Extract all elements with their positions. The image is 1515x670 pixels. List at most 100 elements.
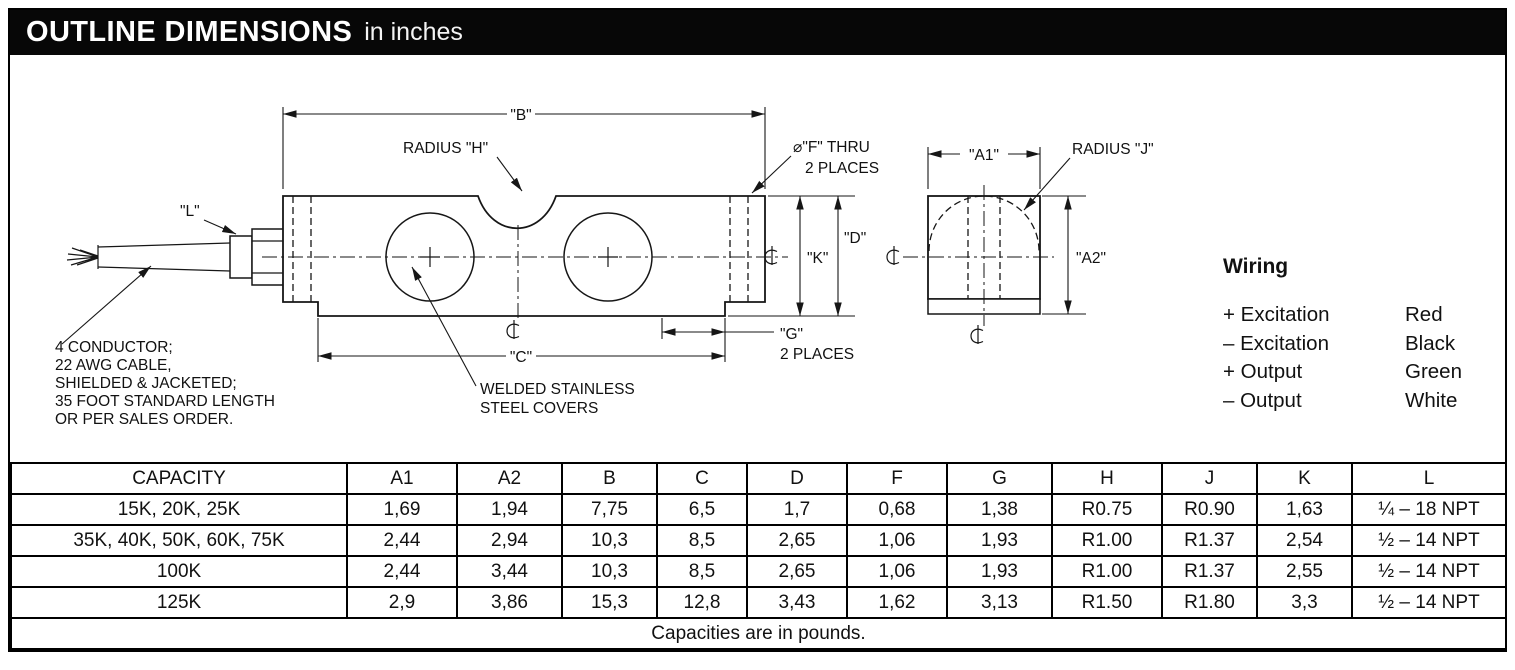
table-cell: 3,43 <box>746 586 848 619</box>
dim-g-label: "G" <box>780 326 803 343</box>
wiring-signal: – Excitation <box>1223 331 1329 355</box>
centerline-symbol <box>764 245 778 266</box>
table-cell: 100K <box>10 555 348 588</box>
table-cell: R1.00 <box>1051 555 1163 588</box>
table-cell: 3,44 <box>456 555 563 588</box>
centerline-symbol <box>506 319 520 340</box>
wiring-color: Green <box>1405 360 1462 383</box>
page-subtitle: in inches <box>364 18 463 46</box>
table-cell: 3,13 <box>946 586 1053 619</box>
radius-j-label: RADIUS "J" <box>1072 141 1154 158</box>
centerline-symbol <box>886 245 900 266</box>
wiring-color: Black <box>1405 331 1456 355</box>
datasheet-page: OUTLINE DIMENSIONS in inches <box>8 8 1507 652</box>
table-row: 125K 2,9 3,86 15,3 12,8 3,43 1,62 3,13 R… <box>10 586 1507 619</box>
table-cell: ½ – 14 NPT <box>1351 524 1507 557</box>
table-cell: 3,86 <box>456 586 563 619</box>
cable-assembly <box>66 228 285 286</box>
cable-note-line5: OR PER SALES ORDER. <box>55 411 233 428</box>
dia-f-places-label: 2 PLACES <box>805 160 879 177</box>
column-header-h: H <box>1051 462 1163 495</box>
column-header-a1: A1 <box>346 462 458 495</box>
c-dimension: "C" <box>317 318 726 366</box>
table-cell: ½ – 14 NPT <box>1351 555 1507 588</box>
table-cell: 8,5 <box>656 555 748 588</box>
cable-note-line3: SHIELDED & JACKETED; <box>55 375 237 392</box>
table-cell: 8,5 <box>656 524 748 557</box>
page-title: OUTLINE DIMENSIONS <box>26 16 353 48</box>
g-dimension: "G" 2 PLACES <box>661 318 854 363</box>
table-cell: 1,38 <box>946 493 1053 526</box>
dia-f-callout: ⌀"F" THRU 2 PLACES <box>751 139 879 194</box>
outline-drawing: "B" RADIUS "H" ⌀"F" THRU 2 PLACES "K" <box>55 107 1154 428</box>
table-cell: 2,65 <box>746 524 848 557</box>
b-dimension: "B" <box>282 107 766 189</box>
table-cell: 35K, 40K, 50K, 60K, 75K <box>10 524 348 557</box>
l-callout: "L" <box>180 203 237 235</box>
table-row: 35K, 40K, 50K, 60K, 75K 2,44 2,94 10,3 8… <box>10 524 1507 557</box>
wiring-title: Wiring <box>1223 255 1289 278</box>
cable-note-line4: 35 FOOT STANDARD LENGTH <box>55 393 275 410</box>
covers-note: WELDED STAINLESS STEEL COVERS <box>411 266 635 417</box>
table-cell: R1.37 <box>1161 555 1258 588</box>
dim-d-label: "D" <box>844 230 866 247</box>
table-cell: 7,75 <box>561 493 658 526</box>
radius-j-dome <box>928 195 1040 252</box>
dim-b-label: "B" <box>510 107 531 124</box>
cable-note-line2: 22 AWG CABLE, <box>55 357 172 374</box>
wiring-row: + Output Green <box>1223 358 1462 387</box>
column-header-k: K <box>1256 462 1353 495</box>
table-cell: 1,06 <box>846 555 948 588</box>
table-header-row: CAPACITY A1 A2 B C D F G H J K L <box>10 462 1507 495</box>
cable-collar <box>229 235 253 279</box>
k-d-dimensions: "K" "D" <box>728 195 866 317</box>
column-header-l: L <box>1351 462 1507 495</box>
table-footer: Capacities are in pounds. <box>10 617 1507 650</box>
column-header-a2: A2 <box>456 462 563 495</box>
column-header-c: C <box>656 462 748 495</box>
table-cell: 6,5 <box>656 493 748 526</box>
table-cell: 125K <box>10 586 348 619</box>
column-header-g: G <box>946 462 1053 495</box>
radius-h-callout: RADIUS "H" <box>403 140 523 192</box>
table-cell: R1.37 <box>1161 524 1258 557</box>
table-cell: 2,94 <box>456 524 563 557</box>
table-cell: 1,93 <box>946 555 1053 588</box>
dim-k-label: "K" <box>807 250 828 267</box>
column-header-b: B <box>561 462 658 495</box>
a1-dimension: "A1" <box>927 147 1041 189</box>
table-cell: R0.90 <box>1161 493 1258 526</box>
table-row: 15K, 20K, 25K 1,69 1,94 7,75 6,5 1,7 0,6… <box>10 493 1507 526</box>
covers-note-line2: STEEL COVERS <box>480 400 598 417</box>
table-footer-row: Capacities are in pounds. <box>10 617 1507 650</box>
hidden-mounting-holes <box>292 196 749 302</box>
table-cell: R0.75 <box>1051 493 1163 526</box>
drawing-area: "B" RADIUS "H" ⌀"F" THRU 2 PLACES "K" <box>10 55 1505 462</box>
table-cell: R1.80 <box>1161 586 1258 619</box>
table-cell: R1.00 <box>1051 524 1163 557</box>
centerline-symbol <box>970 324 984 345</box>
wiring-row: + Excitation Red <box>1223 301 1462 330</box>
table-cell: 1,93 <box>946 524 1053 557</box>
table-cell: 12,8 <box>656 586 748 619</box>
cable-note: 4 CONDUCTOR; 22 AWG CABLE, SHIELDED & JA… <box>55 265 275 428</box>
wiring-signal: + Output <box>1223 360 1303 383</box>
table-cell: 1,7 <box>746 493 848 526</box>
wiring-legend: Wiring + Excitation Red – Excitation Bla… <box>1223 255 1462 415</box>
column-header-f: F <box>846 462 948 495</box>
column-header-d: D <box>746 462 848 495</box>
cable-note-line1: 4 CONDUCTOR; <box>55 339 173 356</box>
covers-note-line1: WELDED STAINLESS <box>480 381 635 398</box>
wiring-row: – Output White <box>1223 387 1462 416</box>
dimensions-table: CAPACITY A1 A2 B C D F G H J K L 15K, 20… <box>10 462 1507 650</box>
table-cell: 1,69 <box>346 493 458 526</box>
dim-c-label: "C" <box>510 349 532 366</box>
column-header-capacity: CAPACITY <box>10 462 348 495</box>
dia-f-label: ⌀"F" THRU <box>793 139 870 156</box>
radius-j-callout: RADIUS "J" <box>1023 141 1154 211</box>
table-cell: 10,3 <box>561 524 658 557</box>
table-cell: 2,44 <box>346 555 458 588</box>
table-cell: 1,06 <box>846 524 948 557</box>
wiring-color: White <box>1405 388 1458 412</box>
table-cell: 0,68 <box>846 493 948 526</box>
